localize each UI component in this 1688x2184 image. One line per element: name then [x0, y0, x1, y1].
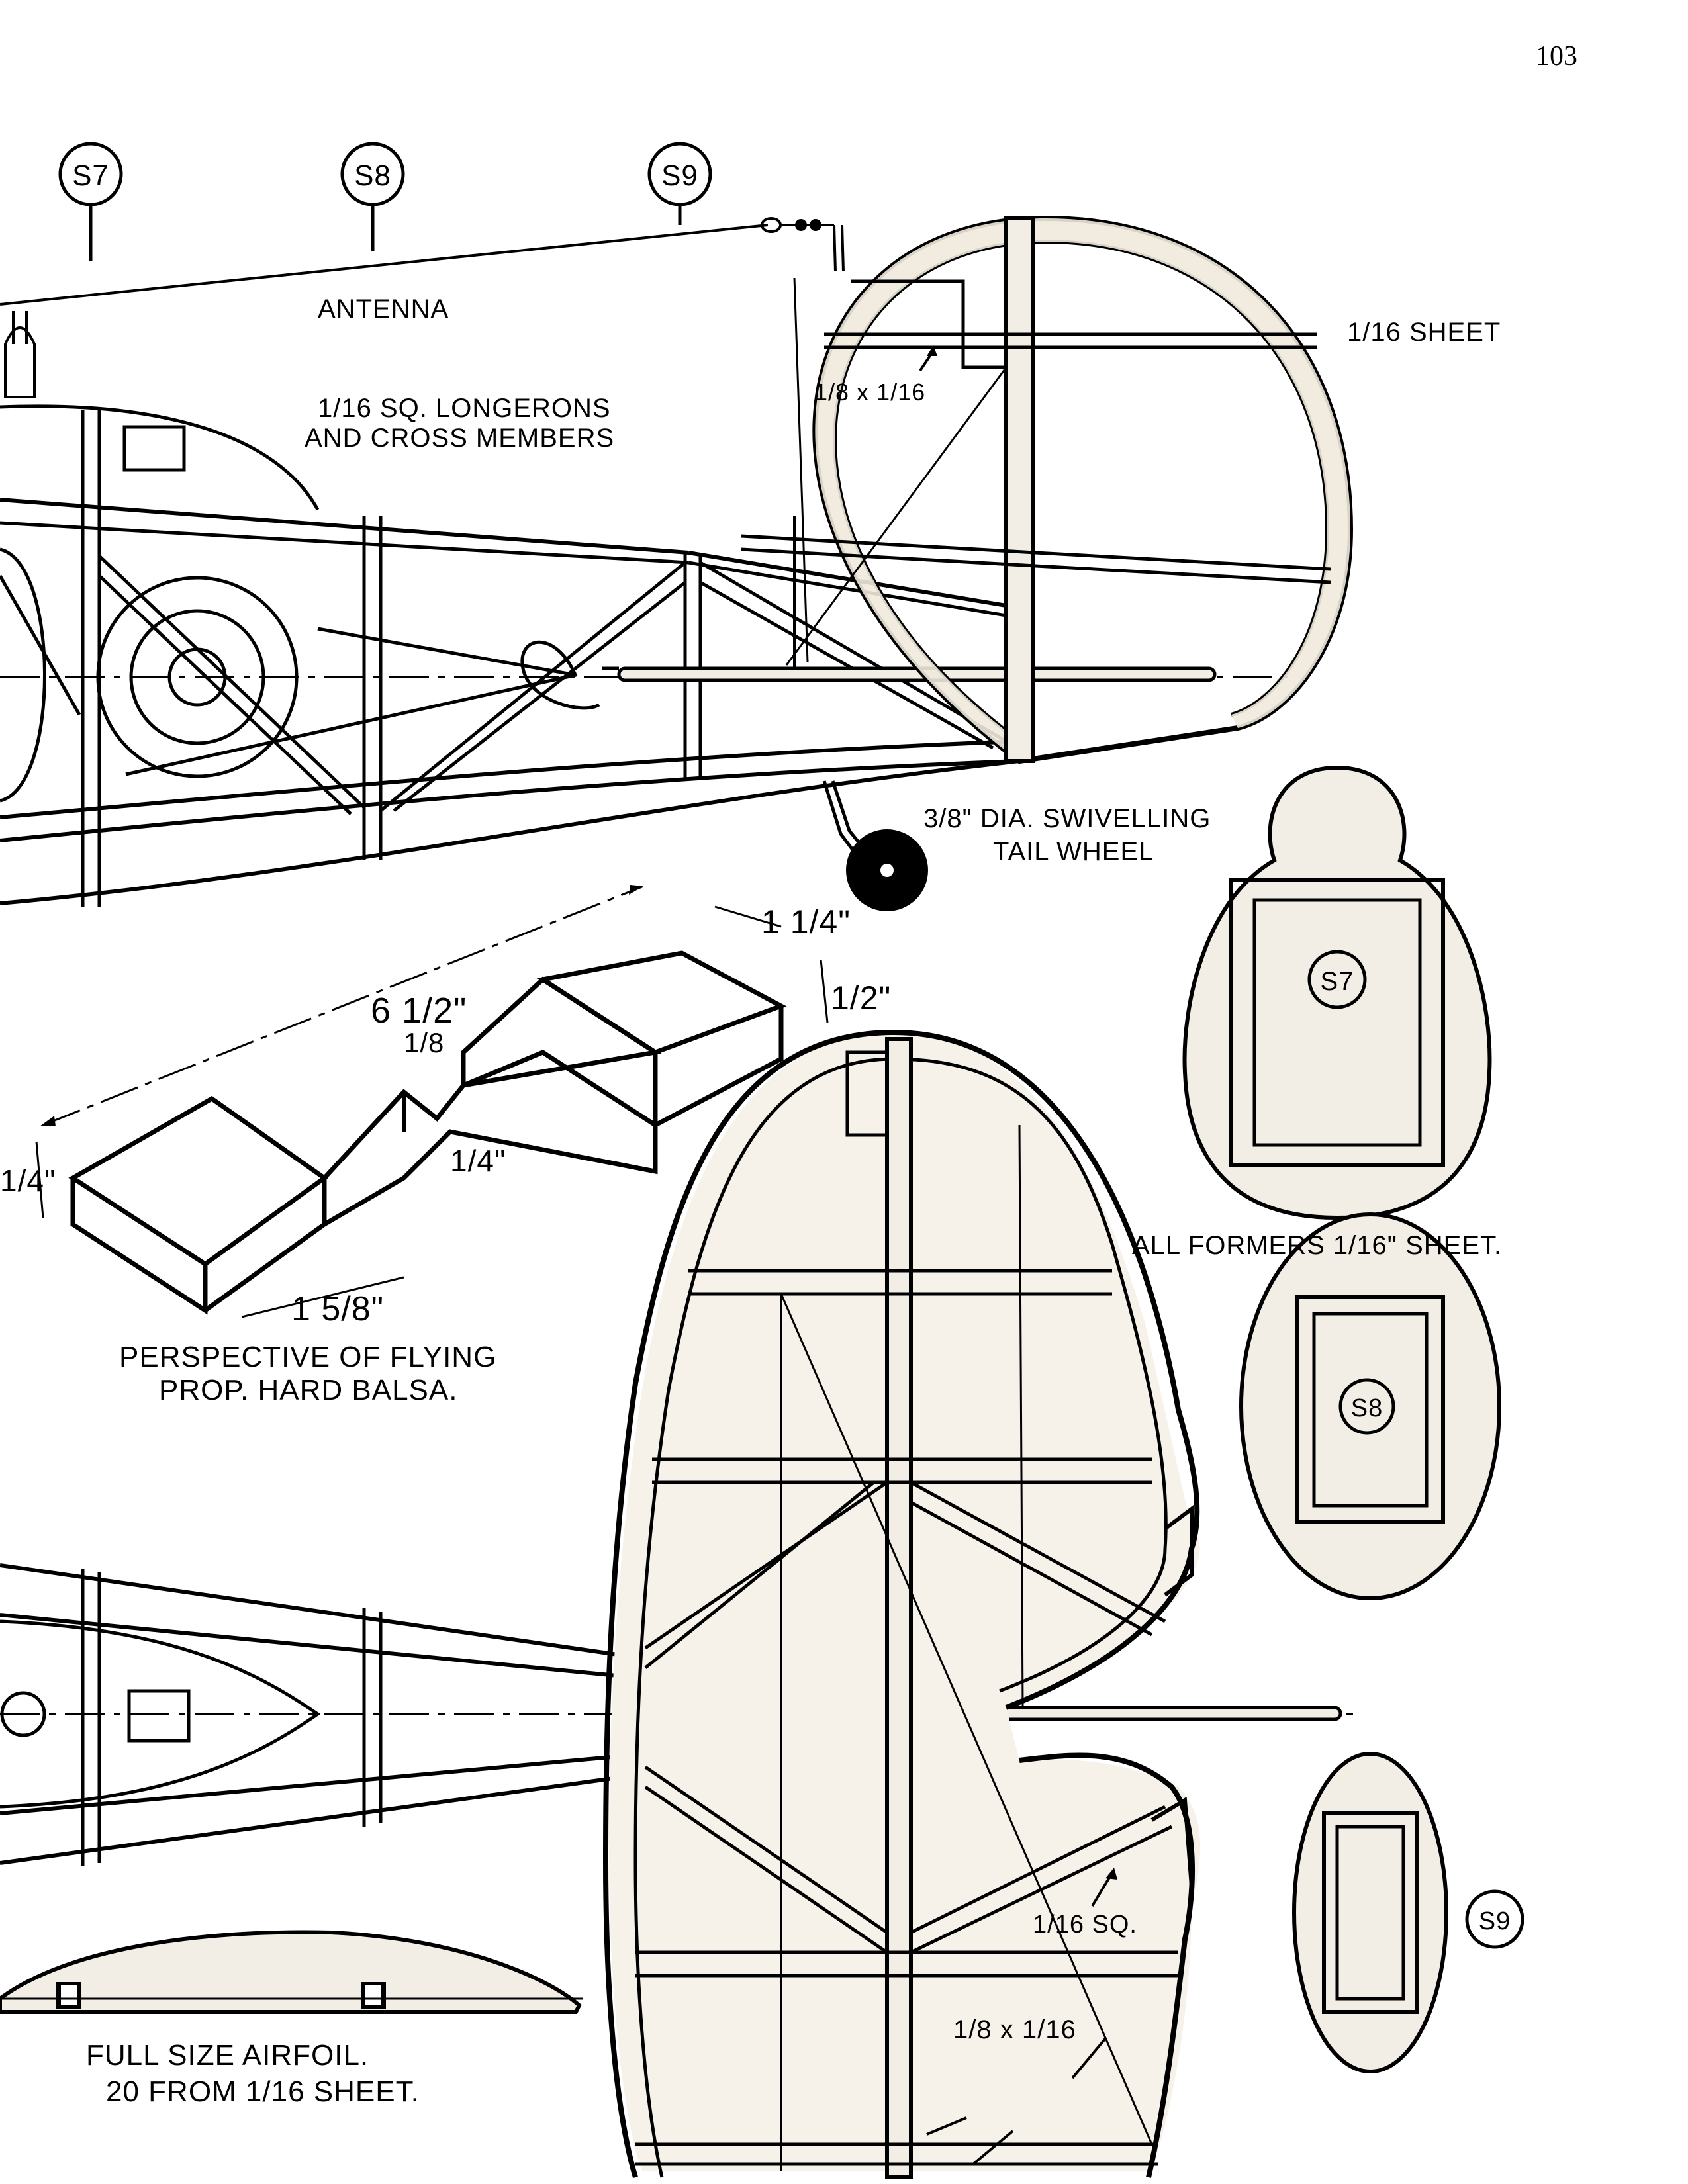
- prop-perspective: 6 1/2" 1 1/4" 1/2" 1/8 1/4" 1/4" 1 5/8": [0, 885, 891, 1328]
- tail-wheel: [822, 780, 928, 911]
- station-label-s7: S7: [72, 159, 109, 192]
- prop-caption-line1: PERSPECTIVE OF FLYING: [119, 1341, 496, 1373]
- tail-wheel-label-line2: TAIL WHEEL: [993, 837, 1154, 866]
- station-label-s9: S9: [661, 159, 698, 192]
- roundel: [0, 547, 299, 803]
- antenna-wire: [0, 217, 845, 398]
- tail-wheel-label-line1: 3/8" DIA. SWIVELLING: [923, 804, 1211, 833]
- sheet-label: 1/16 SHEET: [1347, 318, 1501, 347]
- prop-end-thickness-label: 1/4": [0, 1163, 56, 1198]
- prop-length-label: 6 1/2": [371, 991, 467, 1030]
- former-s7: S7: [1182, 765, 1492, 1220]
- stab-strip-label: 1/8 x 1/16: [953, 2015, 1076, 2044]
- prop-hub-width-label: 1/4": [450, 1144, 506, 1178]
- prop-width-label: 1 1/4": [761, 903, 851, 940]
- prop-hub-depth-label: 1/8: [404, 1027, 444, 1058]
- former-s9: S9: [1292, 1752, 1524, 2073]
- prop-blade-length-label: 1 5/8": [291, 1290, 384, 1328]
- formers-note: ALL FORMERS 1/16" SHEET.: [1132, 1231, 1502, 1260]
- longerons-label-line2: AND CROSS MEMBERS: [305, 424, 614, 453]
- stabilizer-top-view: [602, 1029, 1201, 2179]
- stab-square-label: 1/16 SQ.: [1033, 1911, 1137, 1938]
- station-marker-s8: S8: [340, 142, 405, 251]
- airfoil-label-line1: FULL SIZE AIRFOIL.: [86, 2039, 369, 2071]
- station-label-s8: S8: [354, 159, 391, 192]
- former-s9-label: S9: [1479, 1907, 1511, 1935]
- airfoil-section: [0, 1930, 583, 2014]
- fin-strip-label: 1/8 x 1/16: [814, 379, 925, 406]
- longerons-label-line1: 1/16 SQ. LONGERONS: [318, 394, 611, 423]
- antenna-label: ANTENNA: [318, 295, 449, 324]
- prop-caption-line2: PROP. HARD BALSA.: [159, 1374, 457, 1406]
- former-s8-label: S8: [1351, 1394, 1383, 1422]
- former-s8: S8: [1239, 1212, 1501, 1600]
- fin-side-view: [741, 215, 1354, 764]
- page-number: 103: [1536, 41, 1577, 71]
- station-marker-s7: S7: [58, 142, 123, 261]
- airfoil-label-line2: 20 FROM 1/16 SHEET.: [106, 2075, 420, 2108]
- fuselage-side-view: S7 S8 S9: [0, 142, 1291, 907]
- former-s7-label: S7: [1321, 967, 1354, 996]
- station-marker-s9: S9: [647, 142, 712, 225]
- prop-thickness-label: 1/2": [831, 979, 891, 1017]
